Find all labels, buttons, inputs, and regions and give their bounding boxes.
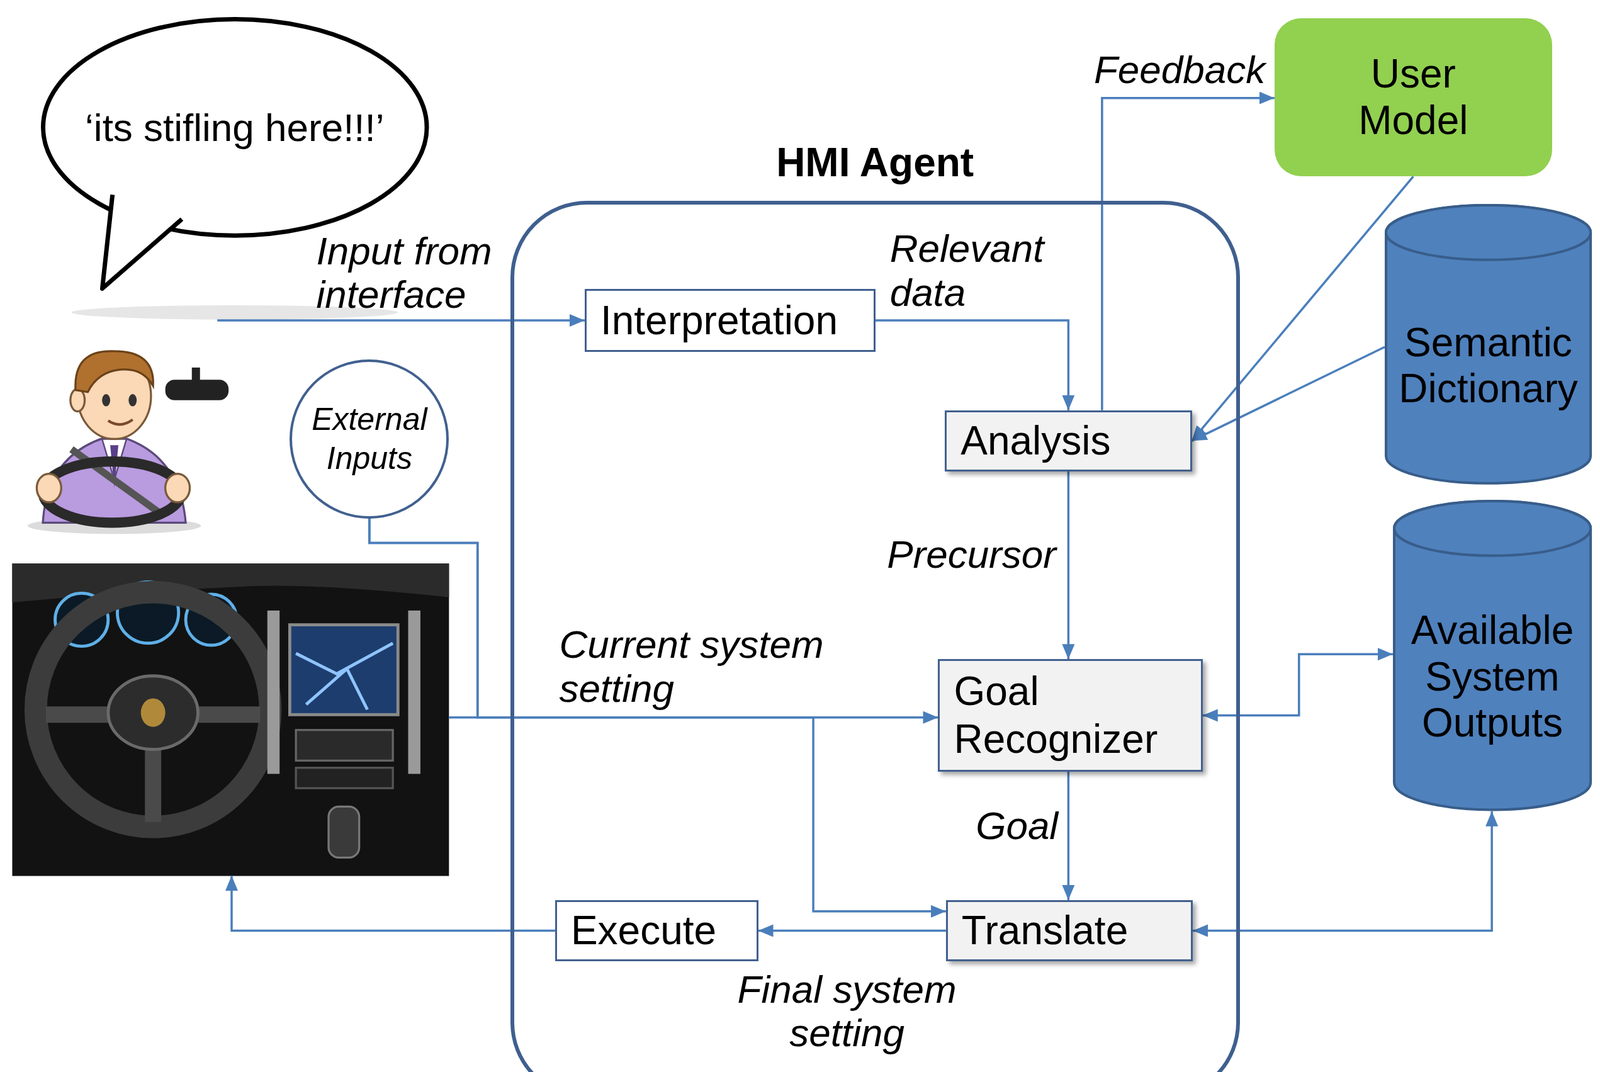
driver-icon [42, 434, 186, 523]
connector-arrow [1192, 346, 1385, 441]
edge-label: Input from interface [316, 229, 521, 317]
process-box: Translate [946, 900, 1193, 962]
model-box: User Model [1274, 18, 1553, 177]
dashboard-photo [11, 563, 449, 876]
node-label: External Inputs [297, 399, 441, 479]
node-label: Translate [961, 906, 1128, 955]
connector-arrow [1102, 98, 1275, 411]
dashboard-photo [328, 806, 360, 858]
driver-icon [108, 419, 133, 425]
dashboard-photo [108, 676, 199, 750]
edge-label: Goal [935, 803, 1059, 848]
dashboard-photo [289, 625, 398, 716]
edge-label: Relevant data [890, 226, 1062, 315]
bubble-tail [101, 195, 182, 289]
driver-icon [36, 473, 62, 503]
node-label: Interpretation [600, 296, 838, 345]
edge-label: Precursor [852, 532, 1057, 576]
process-box: Interpretation [584, 288, 876, 353]
process-box: Analysis [944, 410, 1192, 472]
dashboard-photo [11, 563, 449, 876]
cylinder-body [1385, 205, 1591, 484]
cylinder-body [1394, 501, 1591, 810]
node-label: ‘its stifling here!!!’ [39, 105, 432, 150]
node-label: User Model [1321, 50, 1505, 144]
node-label: Execute [570, 906, 717, 955]
connector-arrow [369, 518, 939, 718]
dashboard-photo [295, 643, 393, 710]
edge-label: Feedback [1071, 47, 1266, 92]
signal-label: Current system setting [558, 622, 855, 710]
cylinder-text-area: Available System Outputs [1392, 557, 1592, 797]
connector-arrow [1067, 471, 1071, 660]
dashboard-photo [267, 610, 280, 775]
driver-icon [165, 473, 191, 503]
dashboard-photo [295, 730, 393, 761]
process-box: Execute [555, 900, 759, 962]
dashboard-photo [295, 767, 393, 789]
dashboard-photo [35, 592, 271, 828]
driver-icon [27, 351, 229, 534]
cylinder-text-area: Semantic Dictionary [1384, 261, 1592, 471]
cylinder-top [1394, 501, 1591, 556]
dashboard-photo [407, 610, 420, 775]
connector-arrow [1202, 653, 1393, 716]
database-cylinder: Semantic Dictionary [1384, 203, 1592, 485]
driver-icon [42, 461, 182, 523]
dashboard-signal-line [448, 716, 478, 719]
dashboard-photo [140, 698, 166, 727]
cylinder-top [1385, 205, 1591, 260]
driver-icon [101, 394, 111, 406]
node-label: Semantic Dictionary [1388, 319, 1588, 413]
connector-arrow [1067, 771, 1071, 901]
node-label: HMI Agent [514, 139, 1237, 187]
connector-arrow [1192, 176, 1414, 441]
edge-label: Final system setting [709, 967, 986, 1055]
driver-icon [70, 388, 85, 412]
connector-arrow [217, 319, 585, 322]
execute-output-line [231, 875, 556, 931]
database-cylinder: Available System Outputs [1392, 499, 1592, 811]
input-circle: External Inputs [289, 359, 449, 519]
connector-arrow [369, 518, 947, 912]
node-label: Analysis [960, 416, 1111, 466]
driver-icon [165, 379, 230, 400]
driver-icon [128, 394, 137, 406]
process-box: Goal Recognizer [937, 659, 1203, 772]
connector-arrow [875, 320, 1069, 411]
driver-icon [75, 351, 154, 393]
connector-arrow [758, 929, 947, 933]
node-label: Available System Outputs [1396, 607, 1589, 747]
node-label: Goal Recognizer [953, 667, 1187, 765]
